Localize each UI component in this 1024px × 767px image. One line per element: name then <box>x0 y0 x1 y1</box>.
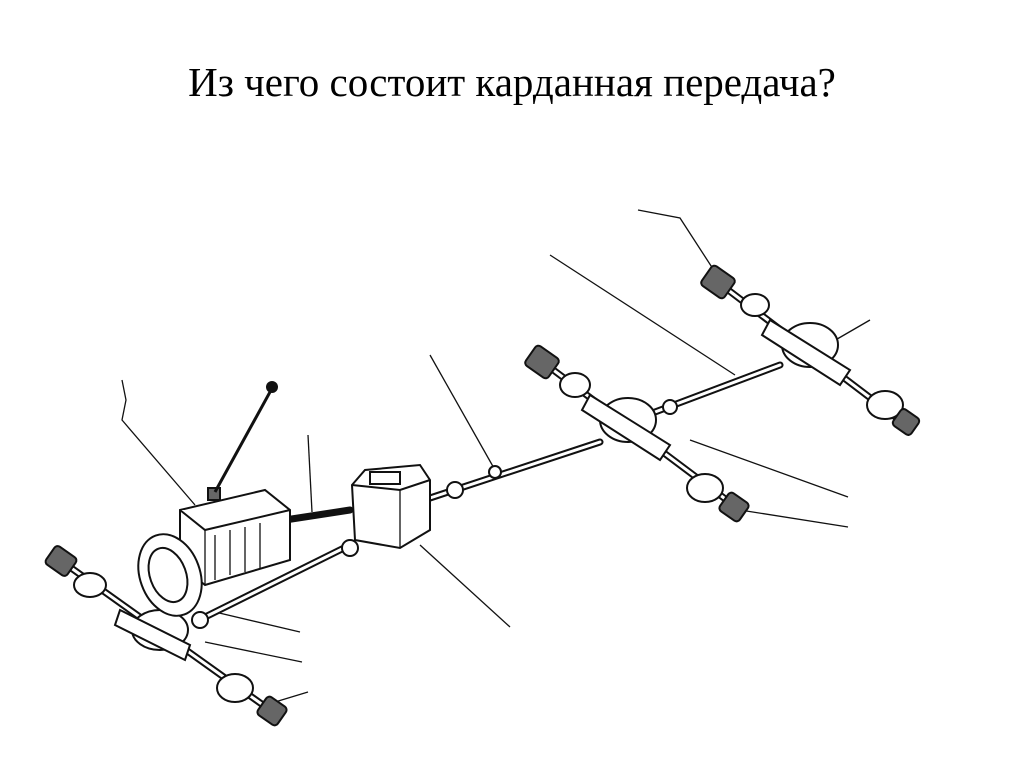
propeller-shafts <box>191 361 784 629</box>
gearbox <box>137 487 291 617</box>
middle-axle <box>524 344 750 523</box>
slide-title: Из чего состоит карданная передача? <box>188 59 836 105</box>
leader-lines <box>121 209 871 703</box>
front-axle <box>44 545 288 727</box>
rear-axle <box>700 264 921 436</box>
gear-lever <box>213 381 278 493</box>
transfer-case <box>350 463 431 550</box>
